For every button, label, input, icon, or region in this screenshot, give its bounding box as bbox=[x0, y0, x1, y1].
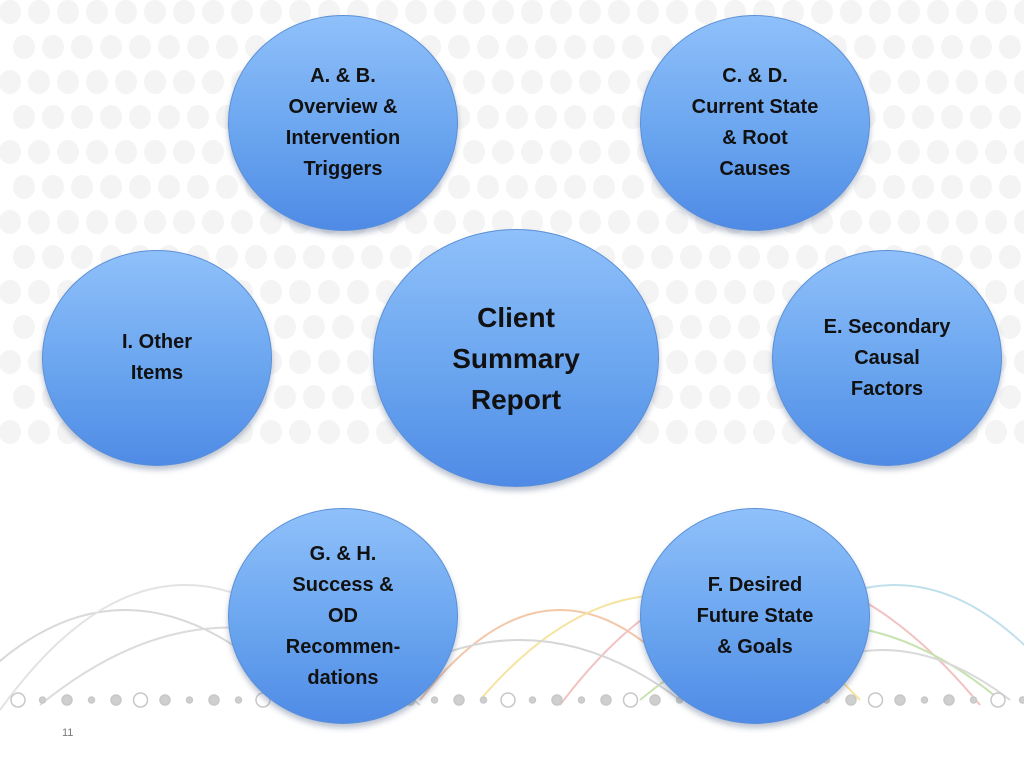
section-gh-bubble: G. & H. Success & OD Recommen- dations bbox=[228, 508, 458, 724]
section-ab-bubble: A. & B. Overview & Intervention Triggers bbox=[228, 15, 458, 231]
page-number: 11 bbox=[62, 727, 74, 739]
section-ab-label: A. & B. Overview & Intervention Triggers bbox=[285, 65, 401, 180]
section-cd-bubble: C. & D. Current State & Root Causes bbox=[640, 15, 870, 231]
section-gh-label: G. & H. Success & OD Recommen- dations bbox=[285, 542, 401, 689]
section-e-label: E. Secondary Causal Factors bbox=[823, 315, 951, 400]
section-e-bubble: E. Secondary Causal Factors bbox=[772, 250, 1002, 466]
center-label: Client Summary Report bbox=[452, 301, 580, 415]
section-f-bubble: F. Desired Future State & Goals bbox=[640, 508, 870, 724]
center-bubble: Client Summary Report bbox=[373, 229, 659, 487]
section-i-label: I. Other Items bbox=[121, 331, 192, 384]
section-cd-label: C. & D. Current State & Root Causes bbox=[691, 65, 819, 180]
section-f-label: F. Desired Future State & Goals bbox=[696, 573, 814, 658]
section-i-bubble: I. Other Items bbox=[42, 250, 272, 466]
